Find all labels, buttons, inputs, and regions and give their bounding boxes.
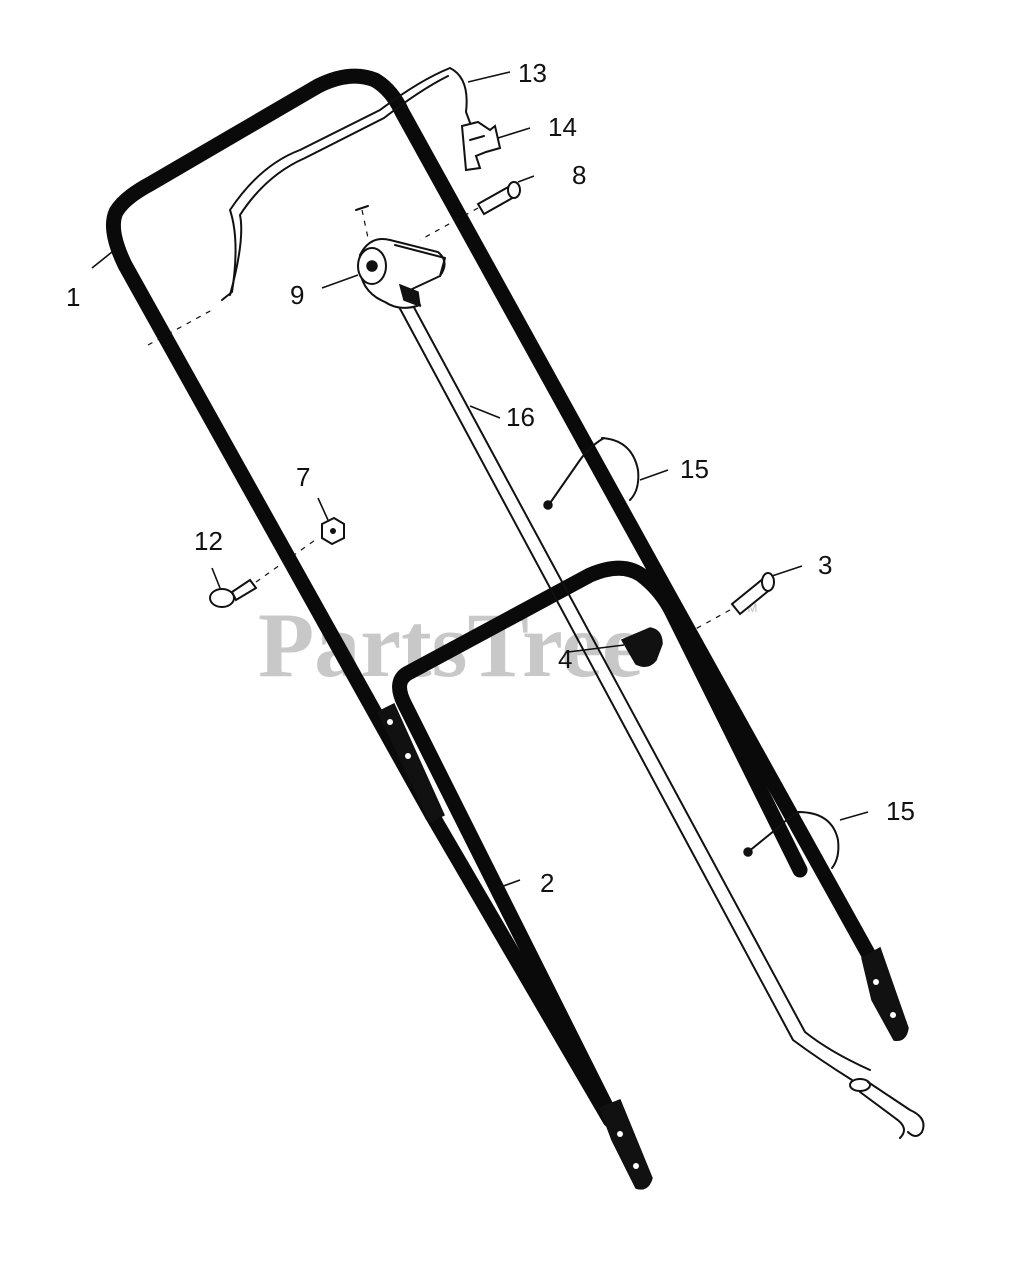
control-rod-inner [409,299,871,1071]
upper-handle-hole-line [147,309,213,346]
callout-12: 12 [194,526,223,556]
callout-8: 8 [572,160,586,190]
callout-4: 4 [558,644,572,674]
control-cable [221,67,473,301]
bolt-8 [419,181,521,241]
callout-9: 9 [290,280,304,310]
lower-handle-left-leg [424,807,618,1128]
lever-pin [355,205,369,211]
callout-15-upper: 15 [680,454,709,484]
upper-handle [106,68,663,823]
callout-14: 14 [548,112,577,142]
callout-3: 3 [818,550,832,580]
callout-7: 7 [296,462,310,492]
upper-handle-right-end [861,946,909,1041]
bolt-3 [689,572,775,633]
callout-15-lower: 15 [886,796,915,826]
eyebolt [209,537,319,608]
callouts: 1 2 3 4 7 8 9 12 13 14 15 15 16 [66,58,915,898]
hex-nut [321,516,345,546]
cable-tie-lower [743,811,840,869]
callout-2: 2 [540,868,554,898]
leader-lines [91,71,869,889]
lower-handle [392,560,808,1186]
lever-pin-line [361,209,369,239]
control-rod [397,304,853,1081]
control-cable-inner [229,75,449,296]
callout-16: 16 [506,402,535,432]
callout-1: 1 [66,282,80,312]
rod-end-fittings [849,1078,925,1139]
lower-handle-left-end [599,1099,653,1190]
callout-13: 13 [518,58,547,88]
cable-tie-upper [543,437,640,510]
handle-joint-sleeve [377,702,445,824]
control-lever-bracket [357,238,446,309]
handle-knob [620,627,663,667]
cable-clip [460,120,502,172]
